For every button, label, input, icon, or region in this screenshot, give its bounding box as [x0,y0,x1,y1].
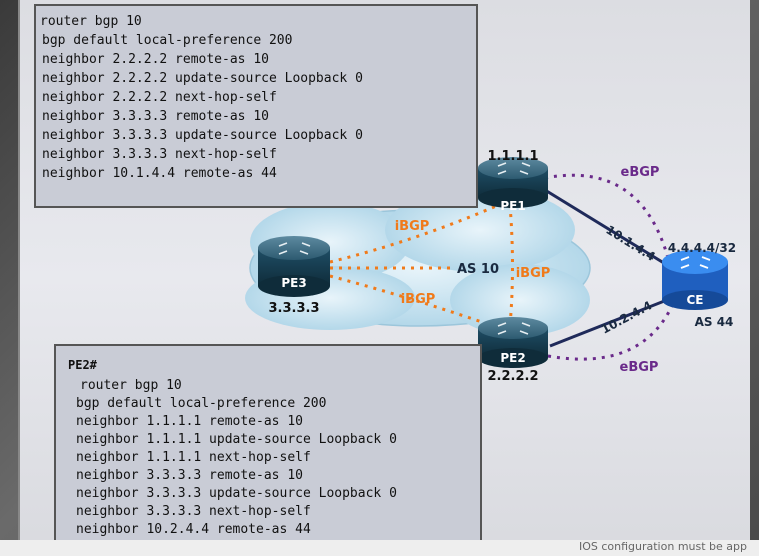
config-line: neighbor 2.2.2.2 next-hop-self [42,90,277,105]
footer-text: IOS configuration must be app [578,540,747,553]
config-line: neighbor 3.3.3.3 remote-as 10 [76,468,303,483]
link-pe2-ce-label: 10.2.4.4 [599,298,655,336]
ce-ip-label: 4.4.4.4/32 [668,241,736,255]
router-pe2[interactable] [478,317,548,368]
pe1-name-label: PE1 [500,199,525,213]
ibgp-sessions [329,198,514,332]
ce-name-label: CE [686,293,703,307]
pe3-name-label: PE3 [281,276,306,290]
pe2-config-title: PE2# [68,358,97,372]
config-line: bgp default local-preference 200 [42,33,293,48]
config-line: router bgp 10 [80,378,182,393]
config-line: neighbor 3.3.3.3 update-source Loopback … [76,486,397,501]
ebgp-label-bottom: eBGP [620,360,659,375]
router-ce[interactable] [662,250,728,310]
config-line: neighbor 1.1.1.1 next-hop-self [76,450,311,465]
config-line: neighbor 10.1.4.4 remote-as 44 [42,166,277,181]
link-pe1-ce-label: 10.1.4.4 [603,223,657,264]
config-line: bgp default local-preference 200 [76,396,327,411]
config-line: neighbor 2.2.2.2 remote-as 10 [42,52,269,67]
pe1-ip-label: 1.1.1.1 [488,149,539,164]
as10-cloud [245,188,591,336]
config-line: neighbor 3.3.3.3 remote-as 10 [42,109,269,124]
ebgp-sessions [544,173,674,361]
link-pe1-ce [544,188,673,270]
ebgp-label-top: eBGP [621,165,660,180]
footer-strip: IOS configuration must be app [0,540,759,556]
config-line: neighbor 3.3.3.3 next-hop-self [42,147,277,162]
ce-as-label: AS 44 [695,315,734,329]
config-line: neighbor 3.3.3.3 update-source Loopback … [42,128,363,143]
pe2-config-box: PE2# router bgp 10 bgp default local-pref… [54,344,482,544]
pe2-name-label: PE2 [500,351,525,365]
link-pe2-ce [549,296,673,348]
ibgp-label-top: iBGP [395,219,430,234]
config-line: neighbor 1.1.1.1 update-source Loopback … [76,432,397,447]
router-pe1[interactable] [478,157,548,208]
ibgp-label-bottom: iBGP [401,292,436,307]
config-line: neighbor 2.2.2.2 update-source Loopback … [42,71,363,86]
pe1-config-box: router bgp 10 bgp default local-preferenc… [34,4,478,208]
pe3-ip-label: 3.3.3.3 [269,301,320,316]
ibgp-label-right: iBGP [516,266,551,281]
config-line: router bgp 10 [40,14,142,29]
as10-label: AS 10 [457,262,499,277]
pe2-ip-label: 2.2.2.2 [488,369,539,384]
config-line: neighbor 10.2.4.4 remote-as 44 [76,522,311,537]
config-line: neighbor 1.1.1.1 remote-as 10 [76,414,303,429]
config-line: neighbor 3.3.3.3 next-hop-self [76,504,311,519]
router-pe3[interactable] [258,236,330,297]
